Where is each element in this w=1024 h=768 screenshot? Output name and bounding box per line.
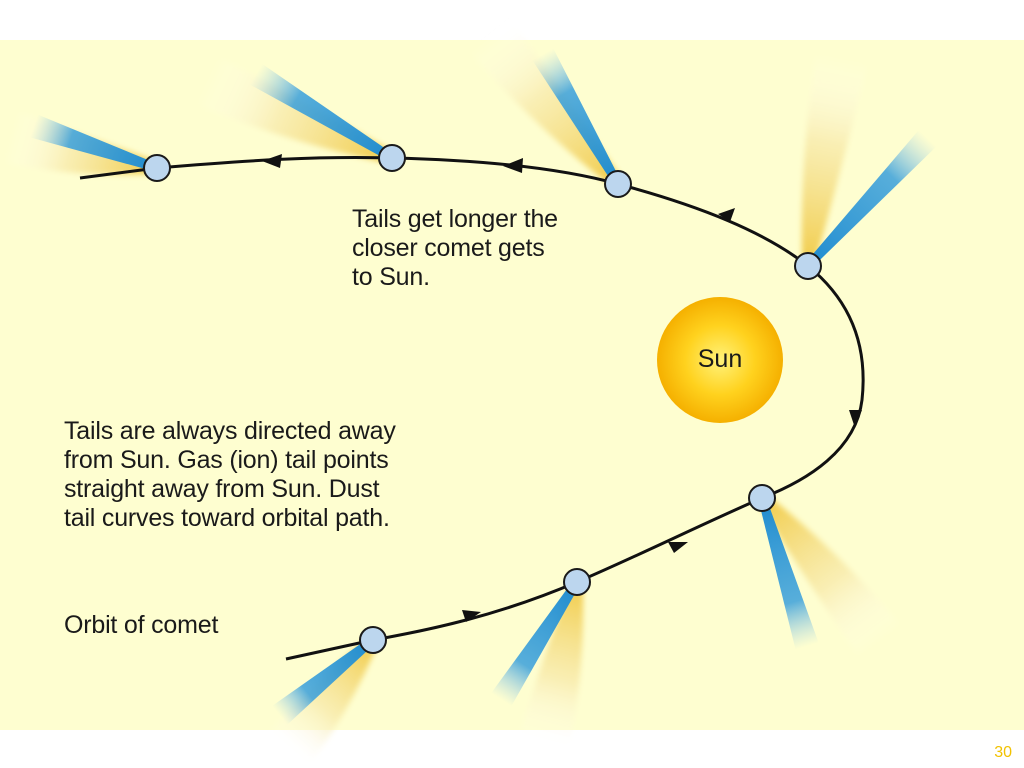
- sun: [657, 297, 783, 423]
- ion-tail: [30, 114, 159, 172]
- dust-tail: [518, 580, 584, 751]
- ion-tail: [491, 579, 581, 707]
- label-line: tail curves toward orbital path.: [64, 504, 390, 532]
- label-line: closer comet gets: [352, 234, 545, 262]
- orbit-direction-arrows: [262, 154, 862, 622]
- comet-head: [563, 568, 591, 596]
- comet-head: [748, 484, 776, 512]
- ion-tail: [532, 48, 622, 187]
- orbit-arrow-6: [462, 610, 481, 622]
- orbit-arrow-1: [262, 154, 282, 168]
- comet-head: [143, 154, 171, 182]
- label-line: Tails get longer the: [352, 205, 558, 233]
- dust-tail: [757, 494, 901, 657]
- comet-head: [604, 170, 632, 198]
- sun-label: Sun: [697, 345, 743, 373]
- orbit-arrow-5: [668, 542, 688, 553]
- label-line: from Sun. Gas (ion) tail points: [64, 446, 389, 474]
- label-line: to Sun.: [352, 263, 430, 291]
- orbit-arrow-4: [849, 410, 862, 428]
- label-tails-directed: Tails are always directed away from Sun.…: [64, 417, 514, 533]
- ion-tail: [758, 496, 819, 650]
- ion-tail: [805, 130, 937, 269]
- comet-head: [794, 252, 822, 280]
- dust-tail: [267, 636, 378, 768]
- orbit-arrow-3: [718, 208, 735, 222]
- label-tails-longer: Tails get longer the closer comet gets t…: [352, 205, 652, 292]
- dust-tail: [196, 57, 395, 164]
- page-number: 30: [994, 744, 1012, 761]
- label-line: Tails are always directed away: [64, 417, 396, 445]
- dust-tail: [470, 20, 623, 188]
- comet-heads: [143, 144, 822, 654]
- comet-head: [359, 626, 387, 654]
- comet-head: [378, 144, 406, 172]
- comet-tails: [3, 20, 937, 768]
- dust-tail: [801, 53, 868, 268]
- label-line: straight away from Sun. Dust: [64, 475, 380, 503]
- label-orbit-of-comet: Orbit of comet: [64, 611, 219, 639]
- ion-tail: [272, 636, 376, 725]
- ion-tail: [249, 63, 395, 162]
- orbit-arrow-2: [503, 158, 523, 173]
